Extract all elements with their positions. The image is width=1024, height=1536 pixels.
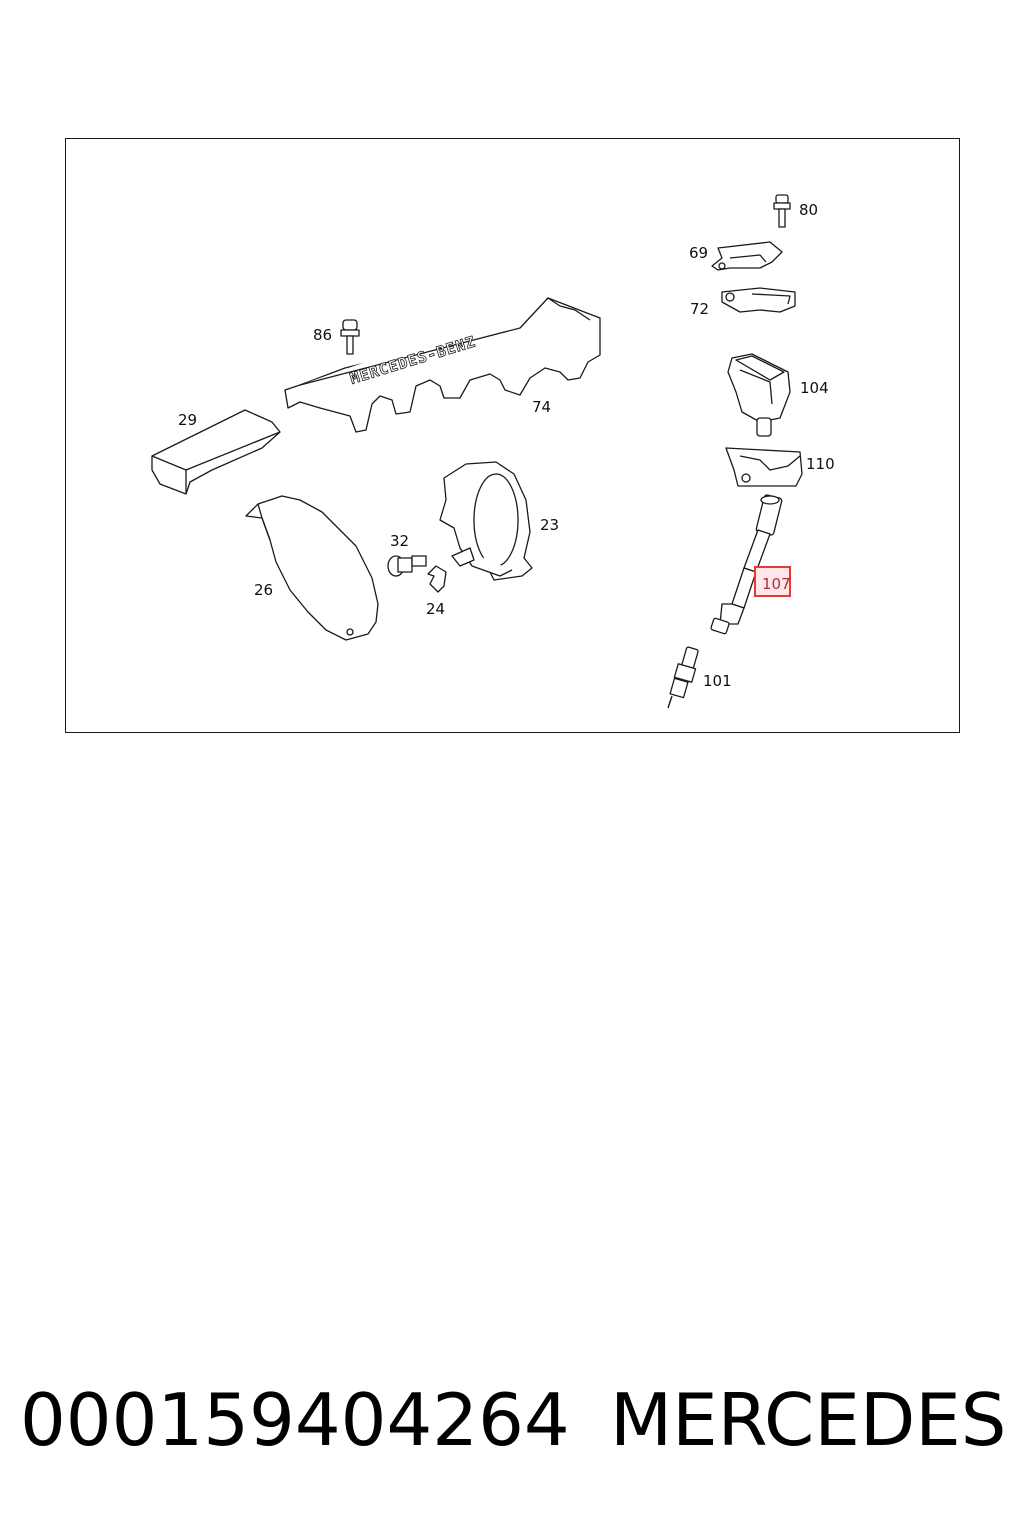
part-86-bolt xyxy=(340,319,360,355)
callout-69: 69 xyxy=(689,244,708,262)
callout-86: 86 xyxy=(313,326,332,344)
callout-24: 24 xyxy=(426,600,445,618)
callout-72: 72 xyxy=(690,300,709,318)
parts-diagram: 80 69 72 86 MERCEDES-BENZ 74 104 xyxy=(151,194,835,709)
callout-29: 29 xyxy=(178,411,197,429)
callout-23: 23 xyxy=(540,516,559,534)
part-72-bracket xyxy=(721,287,796,313)
callout-101: 101 xyxy=(703,672,732,690)
part-26-side-cover xyxy=(245,495,379,641)
part-101-spark-plug xyxy=(667,646,699,709)
part-29-cover-trim xyxy=(151,409,281,495)
callout-32: 32 xyxy=(390,532,409,550)
part-107-plug-connector xyxy=(710,494,783,635)
part-110-holder xyxy=(725,447,803,487)
callout-107[interactable]: 107 xyxy=(762,575,791,593)
part-74-engine-cover: MERCEDES-BENZ xyxy=(284,297,601,433)
callout-26: 26 xyxy=(254,581,273,599)
highlight-box-107[interactable] xyxy=(754,566,791,597)
callout-104: 104 xyxy=(800,379,829,397)
part-23-housing xyxy=(439,461,533,581)
part-number: 000159404264 xyxy=(20,1378,570,1462)
part-69-bracket xyxy=(711,241,783,271)
brand-name: MERCEDES xyxy=(610,1378,1007,1462)
callout-80: 80 xyxy=(799,201,818,219)
part-80-bolt xyxy=(773,194,791,228)
callout-110: 110 xyxy=(806,455,835,473)
callout-74: 74 xyxy=(532,398,551,416)
part-32-fastener xyxy=(387,555,427,577)
footer: 000159404264 MERCEDES xyxy=(0,1370,1024,1470)
part-24-clip xyxy=(427,565,447,593)
part-104-ignition-coil xyxy=(727,353,791,437)
